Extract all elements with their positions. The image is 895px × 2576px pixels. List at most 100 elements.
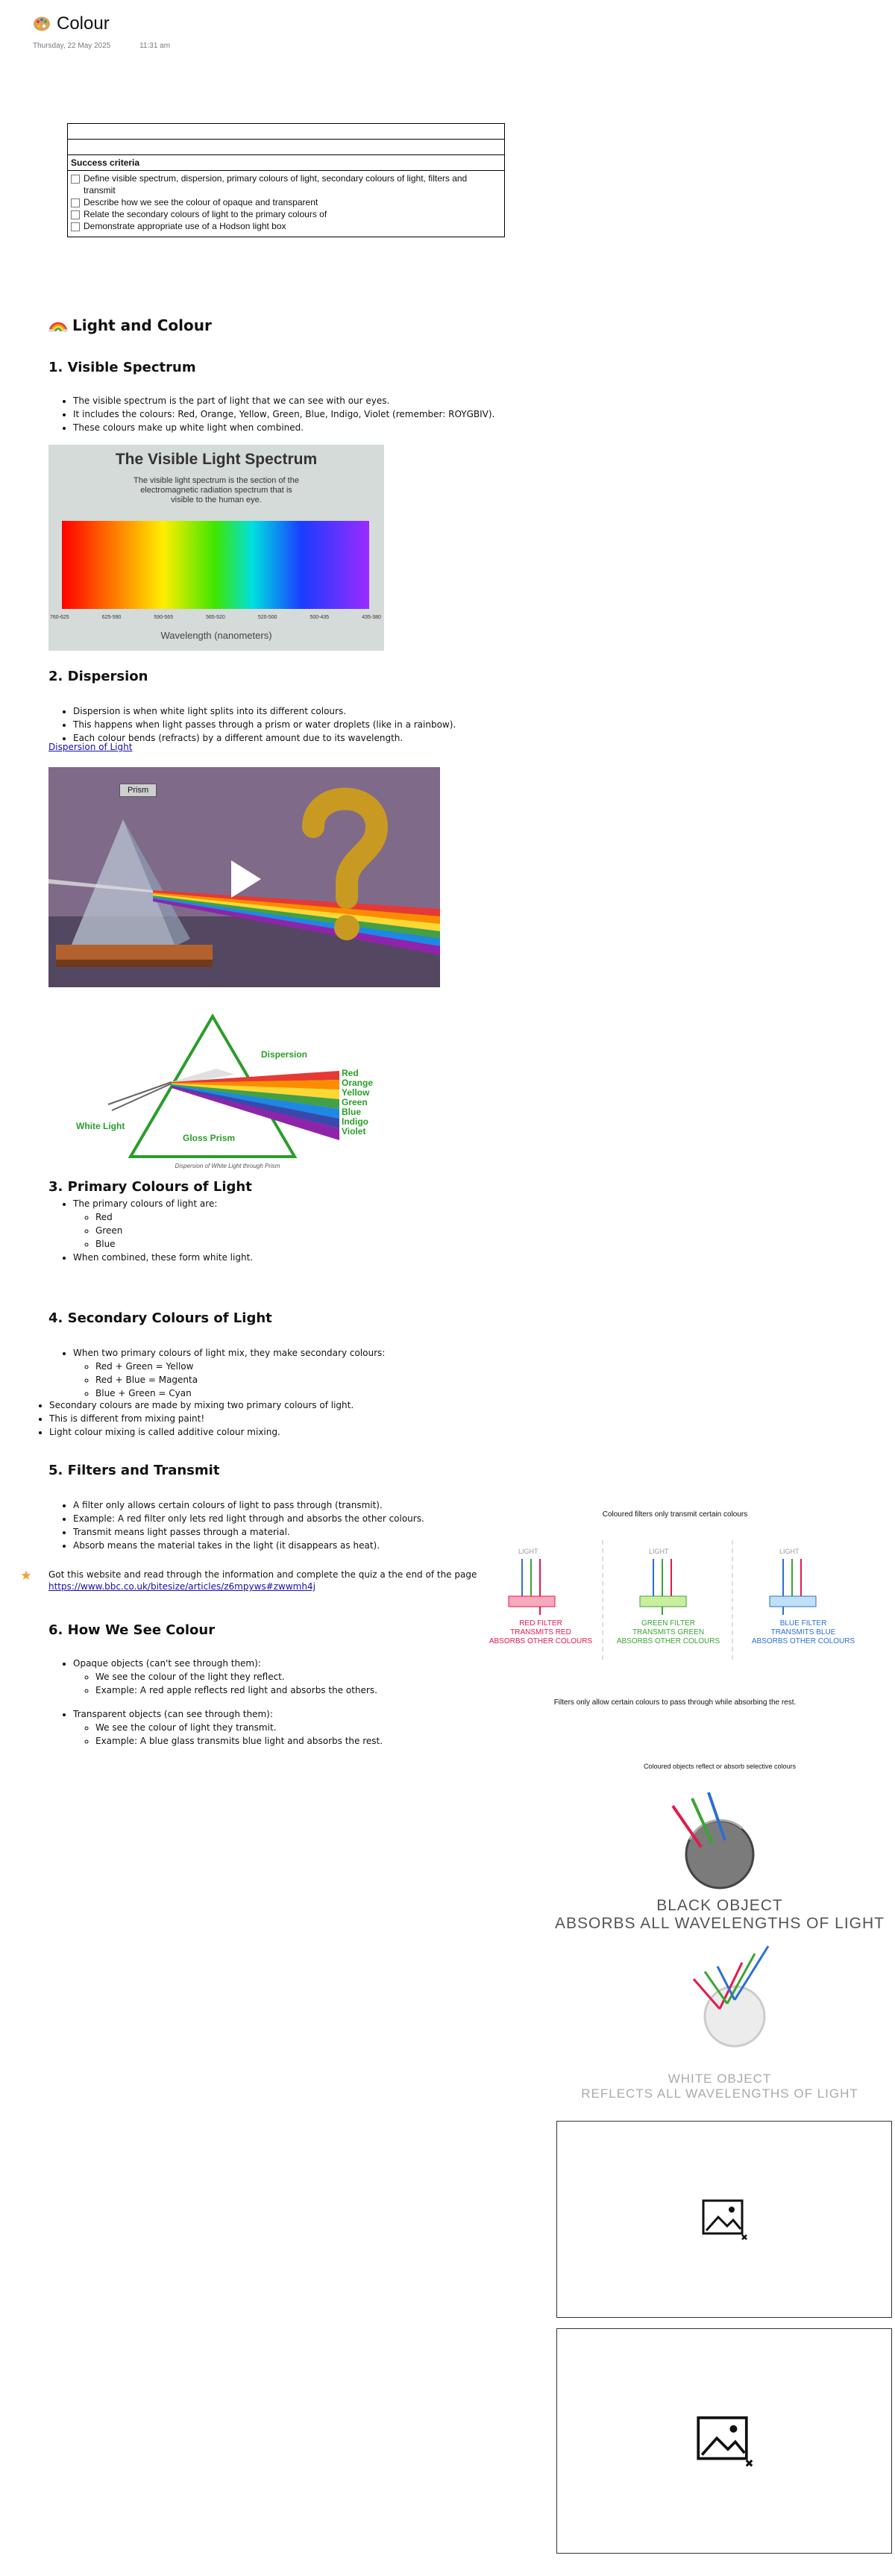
section-filters-list: A filter only allows certain colours of … — [60, 1498, 424, 1552]
table-row-empty — [68, 124, 504, 140]
colour-label: Blue — [342, 1107, 362, 1117]
filter-text-line: RED FILTER — [519, 1619, 562, 1628]
rainbow-icon — [48, 322, 68, 332]
filter-text-line: GREEN FILTER — [641, 1619, 696, 1628]
sub-list-item: Red — [95, 1210, 253, 1224]
prism-diagram: Dispersion White Light Gloss Prism Red O… — [67, 1007, 388, 1175]
filter-text-line: TRANSMITS GREEN — [632, 1628, 705, 1636]
main-title-text: Light and Colour — [72, 316, 212, 334]
list-item-text: Opaque objects (can't see through them): — [73, 1658, 261, 1669]
dispersion-video[interactable]: Prism — [48, 767, 440, 987]
checkbox[interactable] — [71, 210, 80, 219]
section-visible-spectrum-list: The visible spectrum is the part of ligh… — [60, 394, 494, 434]
section-secondary-list: When two primary colours of light mix, t… — [60, 1346, 385, 1400]
white-object-text: WHITE OBJECT REFLECTS ALL WAVELENGTHS OF… — [552, 2072, 888, 2101]
tick-label: 500-435 — [310, 615, 330, 620]
sub-list-item: We see the colour of the light they refl… — [95, 1670, 383, 1684]
white-light-label: White Light — [76, 1121, 125, 1131]
success-criteria-table: Success criteria Define visible spectrum… — [67, 123, 505, 237]
spectrum-desc-line: electromagnetic radiation spectrum that … — [140, 486, 292, 495]
tick-label: 520-500 — [257, 615, 277, 620]
white-object-line: REFLECTS ALL WAVELENGTHS OF LIGHT — [581, 2086, 858, 2101]
tick-label: 590-565 — [154, 615, 174, 620]
criteria-item-text: Define visible spectrum, dispersion, pri… — [84, 173, 468, 196]
filter-text-line: TRANSMITS RED — [510, 1628, 571, 1636]
colour-label: Red — [342, 1068, 359, 1078]
image-placeholder[interactable] — [556, 2328, 892, 2554]
black-object-line: ABSORBS ALL WAVELENGTHS OF LIGHT — [555, 1915, 885, 1932]
checkbox[interactable] — [71, 198, 80, 207]
section-dispersion-list: Dispersion is when white light splits in… — [60, 704, 456, 745]
sub-list-item: Red + Green = Yellow — [95, 1360, 385, 1373]
list-item: Each colour bends (refracts) by a differ… — [73, 731, 456, 745]
image-placeholder[interactable] — [556, 2121, 892, 2318]
criteria-list: Define visible spectrum, dispersion, pri… — [68, 171, 504, 237]
filters-caption: Filters only allow certain colours to pa… — [553, 1698, 797, 1707]
white-object-line: WHITE OBJECT — [668, 2072, 772, 2086]
filters-infographic: Coloured filters only transmit certain c… — [477, 1510, 873, 1712]
spectrum-desc-line: visible to the human eye. — [171, 495, 262, 504]
section-secondary-outer-list: Secondary colours are made by mixing two… — [36, 1398, 354, 1439]
filter-text-line: BLUE FILTER — [779, 1619, 827, 1628]
black-object-text: BLACK OBJECT ABSORBS ALL WAVELENGTHS OF … — [552, 1897, 888, 1933]
bbc-bitesize-link[interactable]: https://www.bbc.co.uk/bitesize/articles/… — [48, 1581, 315, 1592]
broken-image-icon — [702, 2199, 747, 2240]
page-date: Thursday, 22 May 2025 — [33, 42, 111, 50]
sub-list-item: Example: A red apple reflects red light … — [95, 1684, 383, 1697]
list-item: Transparent objects (can see through the… — [73, 1707, 383, 1748]
task-text: Got this website and read through the in… — [48, 1569, 477, 1580]
visible-spectrum-image: The Visible Light Spectrum The visible l… — [48, 445, 384, 651]
tick-label: 760-625 — [50, 615, 69, 620]
criteria-item-text: Relate the secondary colours of light to… — [84, 209, 327, 219]
list-item: Dispersion is when white light splits in… — [73, 704, 456, 718]
checkbox[interactable] — [71, 175, 80, 184]
list-item: Example: A red filter only lets red ligh… — [73, 1512, 424, 1525]
section-visible-spectrum-title: 1. Visible Spectrum — [48, 360, 196, 375]
list-item-text: The primary colours of light are: — [73, 1198, 218, 1209]
play-icon[interactable] — [231, 860, 261, 898]
red-filter-text: RED FILTER TRANSMITS RED ABSORBS OTHER C… — [477, 1619, 604, 1646]
page-meta: Thursday, 22 May 2025 11:31 am — [33, 42, 170, 50]
criteria-heading: Success criteria — [68, 155, 504, 171]
objects-infographic: Coloured objects reflect or absorb selec… — [552, 1763, 888, 2106]
sub-list-item: Blue + Green = Cyan — [95, 1387, 385, 1400]
dispersion-link[interactable]: Dispersion of Light — [48, 742, 133, 752]
list-item: It includes the colours: Red, Orange, Ye… — [73, 407, 494, 421]
section-primary-list: The primary colours of light are: Red Gr… — [60, 1197, 253, 1264]
tick-label: 625-590 — [101, 615, 122, 620]
sub-list-item: Green — [95, 1224, 253, 1237]
dispersion-label: Dispersion — [261, 1049, 308, 1060]
page-title-text: Colour — [57, 13, 110, 34]
criteria-item-text: Describe how we see the colour of opaque… — [84, 197, 318, 207]
filter-text-line: ABSORBS OTHER COLOURS — [489, 1637, 593, 1645]
section-filters-title: 5. Filters and Transmit — [48, 1463, 220, 1478]
colour-label: Yellow — [342, 1087, 370, 1098]
objects-infographic-title: Coloured objects reflect or absorb selec… — [643, 1763, 797, 1770]
list-item: Secondary colours are made by mixing two… — [49, 1398, 354, 1412]
list-item: Opaque objects (can't see through them):… — [73, 1657, 383, 1697]
filter-text-line: TRANSMITS BLUE — [770, 1628, 836, 1636]
green-filter-text: GREEN FILTER TRANSMITS GREEN ABSORBS OTH… — [604, 1619, 732, 1646]
section-primary-title: 3. Primary Colours of Light — [48, 1179, 252, 1195]
list-item: When combined, these form white light. — [73, 1251, 253, 1264]
page-title: Colour — [33, 13, 110, 34]
sub-list-item: Example: A blue glass transmits blue lig… — [95, 1734, 383, 1748]
section-secondary-title: 4. Secondary Colours of Light — [48, 1310, 272, 1326]
light-label: LIGHT — [518, 1548, 538, 1555]
filters-infographic-title: Coloured filters only transmit certain c… — [602, 1510, 748, 1519]
spectrum-image-title: The Visible Light Spectrum — [115, 451, 318, 468]
checkbox[interactable] — [71, 222, 80, 231]
spectrum-bar — [62, 521, 369, 609]
light-label: LIGHT — [649, 1548, 669, 1555]
video-prism-label: Prism — [119, 784, 157, 797]
spectrum-axis-label: Wavelength (nanometers) — [160, 630, 272, 641]
prism-caption: Dispersion of White Light through Prism — [175, 1163, 280, 1169]
palette-icon — [34, 16, 50, 31]
criteria-item: Describe how we see the colour of opaque… — [71, 196, 501, 208]
list-item: When two primary colours of light mix, t… — [73, 1346, 385, 1400]
page-time: 11:31 am — [139, 42, 171, 50]
list-item: This is different from mixing paint! — [49, 1412, 354, 1425]
criteria-item: Define visible spectrum, dispersion, pri… — [71, 172, 501, 196]
black-object-line: BLACK OBJECT — [656, 1897, 783, 1914]
list-item: This happens when light passes through a… — [73, 718, 456, 731]
